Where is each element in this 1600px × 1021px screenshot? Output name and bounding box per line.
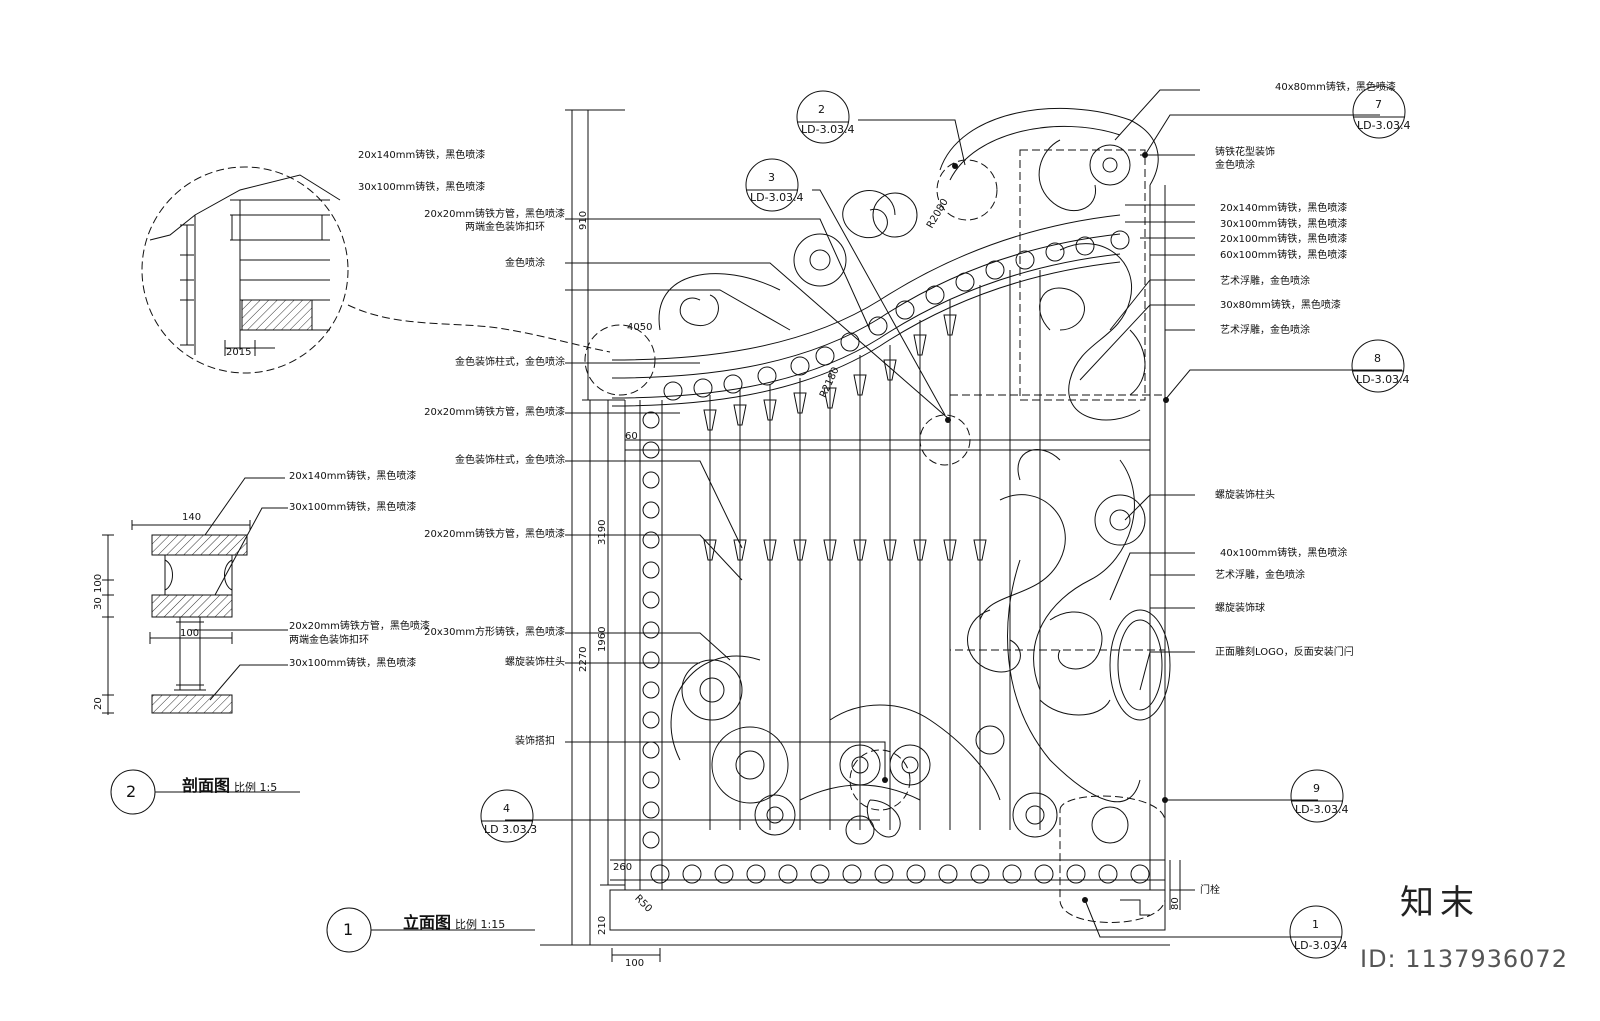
ref-7-num: 7 <box>1375 98 1382 111</box>
right-label-5: 30x100mm铸铁，黑色喷漆 <box>1220 219 1348 230</box>
dim-20: 20 <box>93 697 104 710</box>
bottom-spirals <box>670 655 1129 845</box>
brand-watermark: 知末 <box>1400 883 1480 923</box>
top-rosettes <box>663 230 1130 401</box>
section-label-3: 20x20mm铸铁方管，黑色喷漆 <box>289 621 430 632</box>
section-label-5: 30x100mm铸铁，黑色喷漆 <box>289 658 417 669</box>
elevation-num: 1 <box>343 920 354 939</box>
dim-210: 210 <box>597 915 608 935</box>
dim-100-h: 100 <box>180 628 200 639</box>
right-label-2: 铸铁花型装饰 <box>1215 147 1275 158</box>
center-label-1: 20x20mm铸铁方管，黑色喷漆 <box>424 209 565 220</box>
right-label-12: 40x100mm铸铁，黑色喷涂 <box>1220 548 1348 559</box>
ref-3-sheet: LD-3.03.4 <box>750 191 804 204</box>
ref-circles <box>326 85 1406 959</box>
bottom-rosettes <box>650 864 1150 884</box>
right-label-14: 螺旋装饰球 <box>1215 603 1265 614</box>
ref-7-sheet: LD-3.03.4 <box>1357 119 1411 132</box>
detail-circle-top <box>141 166 349 374</box>
detail-label-2: 30x100mm铸铁，黑色喷漆 <box>358 182 486 193</box>
ref-8-sheet: LD-3.03.4 <box>1356 373 1410 386</box>
leader-lines <box>505 89 1402 938</box>
center-label-10: 装饰搭扣 <box>515 736 555 747</box>
id-watermark: ID: 1137936072 <box>1360 945 1568 973</box>
dim-30: 30 <box>93 597 104 610</box>
ref-2-num: 2 <box>818 103 825 116</box>
right-label-16: 门栓 <box>1200 885 1220 896</box>
section-num: 2 <box>126 782 137 801</box>
right-label-9: 30x80mm铸铁，黑色喷漆 <box>1220 300 1341 311</box>
center-label-8: 20x30mm方形铸铁，黑色喷漆 <box>424 627 565 638</box>
right-label-3: 金色喷涂 <box>1215 160 1255 171</box>
logo-medallion <box>1109 609 1171 721</box>
dim-60: 60 <box>625 431 638 442</box>
section-label-4: 两端金色装饰扣环 <box>289 635 369 646</box>
ref-8-num: 8 <box>1374 352 1381 365</box>
dim-260: 260 <box>613 862 633 873</box>
section-top-plate <box>151 534 248 556</box>
right-label-8: 艺术浮雕，金色喷涂 <box>1220 276 1310 287</box>
left-rosettes <box>642 411 660 849</box>
dim-4050: 4050 <box>627 322 653 333</box>
picket-collars <box>703 314 987 561</box>
center-label-7: 20x20mm铸铁方管，黑色喷漆 <box>424 529 565 540</box>
right-label-6: 20x100mm铸铁，黑色喷漆 <box>1220 234 1348 245</box>
ref-2-sheet: LD-3.03.4 <box>801 123 855 136</box>
elevation-title: 立面图比例 1:15 <box>403 913 506 932</box>
ref-1-sheet: LD-3.03.4 <box>1294 939 1348 952</box>
right-label-1: 40x80mm铸铁，黑色喷漆 <box>1275 82 1396 93</box>
detail-leader-dashed <box>347 304 611 353</box>
center-label-3: 金色喷涂 <box>505 258 545 269</box>
dim-80: 80 <box>1170 897 1181 910</box>
section-bottom-plate <box>151 694 233 714</box>
detail-markers <box>584 149 1166 923</box>
center-label-5: 20x20mm铸铁方管，黑色喷漆 <box>424 407 565 418</box>
section-mid-plate <box>151 594 233 618</box>
right-label-15: 正面雕刻LOGO，反面安装门闩 <box>1215 647 1354 658</box>
ref-1-num: 1 <box>1312 918 1319 931</box>
gate-top-horizontal <box>625 439 1150 451</box>
dim-910: 910 <box>578 210 589 230</box>
right-label-11: 螺旋装饰柱头 <box>1215 490 1275 501</box>
dim-2015: 2015 <box>226 347 252 358</box>
gate-left-post <box>624 400 663 890</box>
acanthus-ornament <box>967 139 1171 803</box>
section-label-1: 20x140mm铸铁，黑色喷漆 <box>289 471 417 482</box>
ref-3-num: 3 <box>768 171 775 184</box>
dim-100-v: 100 <box>93 573 104 593</box>
right-label-7: 60x100mm铸铁，黑色喷漆 <box>1220 250 1348 261</box>
center-label-6: 金色装饰柱式，金色喷涂 <box>455 455 565 466</box>
section-label-2: 30x100mm铸铁，黑色喷漆 <box>289 502 417 513</box>
top-rail-1 <box>611 214 1121 361</box>
ref-4-sheet: LD 3.03.3 <box>484 823 538 836</box>
dim-3190: 3190 <box>597 519 608 545</box>
right-label-4: 20x140mm铸铁，黑色喷漆 <box>1220 203 1348 214</box>
right-label-13: 艺术浮雕，金色喷涂 <box>1215 570 1305 581</box>
center-label-4: 金色装饰柱式，金色喷涂 <box>455 357 565 368</box>
ref-4-num: 4 <box>503 802 510 815</box>
gate-bottom-rail <box>609 889 1166 931</box>
detail-label-1: 20x140mm铸铁，黑色喷漆 <box>358 150 486 161</box>
center-label-9: 螺旋装饰柱头 <box>505 657 565 668</box>
dim-140: 140 <box>182 512 202 523</box>
right-label-10: 艺术浮雕，金色喷涂 <box>1220 325 1310 336</box>
dim-1960: 1960 <box>597 626 608 652</box>
dim-2270: 2270 <box>578 646 589 672</box>
top-spirals <box>679 190 918 326</box>
ref-9-sheet: LD-3.03.4 <box>1295 803 1349 816</box>
section-title: 剖面图比例 1:5 <box>182 776 278 795</box>
dim-100: 100 <box>625 958 645 969</box>
gate-right-post <box>1149 185 1166 930</box>
center-label-2: 两端金色装饰扣环 <box>465 222 545 233</box>
ref-9-num: 9 <box>1313 782 1320 795</box>
